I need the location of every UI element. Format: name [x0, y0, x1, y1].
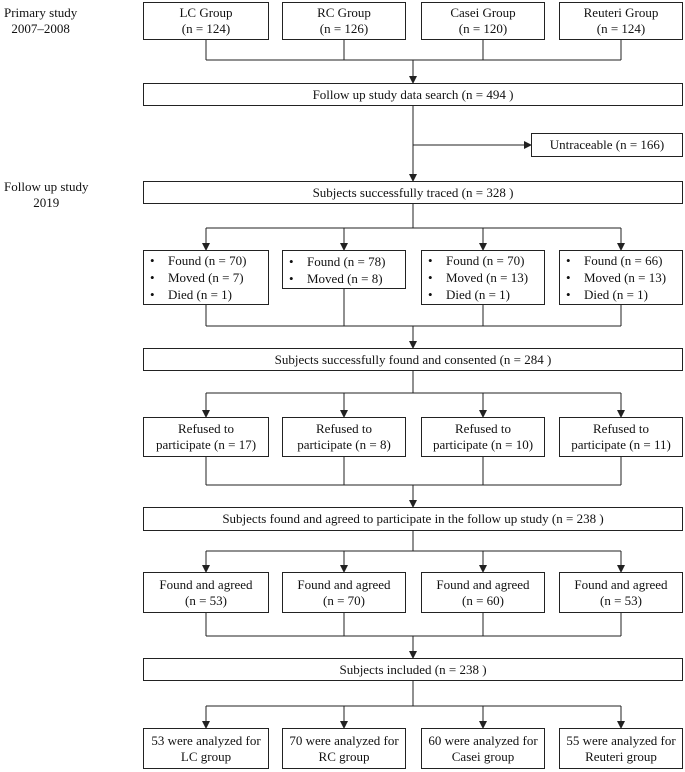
- included-text: Subjects included (n = 238 ): [339, 661, 487, 677]
- group-name: RC Group: [317, 5, 371, 20]
- agreed-line2: (n = 60): [462, 592, 504, 608]
- analyzed-box-casei: 60 were analyzed for Casei group: [421, 728, 545, 769]
- group-box-casei: Casei Group (n = 120): [421, 2, 545, 40]
- status-died: Died (n = 1): [150, 286, 232, 303]
- analyzed-line2: Reuteri group: [585, 748, 657, 764]
- status-moved: Moved (n = 13): [428, 269, 528, 286]
- followup-study-label-line2: 2019: [33, 195, 60, 210]
- primary-study-label-line2: 2007–2008: [11, 21, 70, 36]
- status-box-reuteri: Found (n = 66) Moved (n = 13) Died (n = …: [559, 250, 683, 305]
- analyzed-box-lc: 53 were analyzed for LC group: [143, 728, 269, 769]
- analyzed-line1: 60 were analyzed for: [428, 732, 538, 748]
- group-name: Reuteri Group: [583, 5, 659, 20]
- agreed-box-reuteri: Found and agreed (n = 53): [559, 572, 683, 613]
- data-search-text: Follow up study data search (n = 494 ): [312, 86, 514, 102]
- refused-line2: participate (n = 11): [571, 437, 671, 452]
- group-box-lc: LC Group (n = 124): [143, 2, 269, 40]
- agreed-line2: (n = 53): [185, 592, 227, 608]
- agreed-box-casei: Found and agreed (n = 60): [421, 572, 545, 613]
- consented-text: Subjects successfully found and consente…: [274, 351, 552, 367]
- status-died: Died (n = 1): [566, 286, 648, 303]
- refused-box-lc: Refused to participate (n = 17): [143, 417, 269, 457]
- untraceable-box: Untraceable (n = 166): [531, 133, 683, 157]
- refused-line1: Refused to: [455, 421, 511, 436]
- group-name: LC Group: [179, 5, 233, 20]
- agreed-line1: Found and agreed: [574, 576, 668, 592]
- analyzed-line1: 53 were analyzed for: [151, 732, 261, 748]
- agreed-line2: (n = 53): [600, 592, 642, 608]
- analyzed-line2: RC group: [318, 748, 370, 764]
- refused-box-reuteri: Refused to participate (n = 11): [559, 417, 683, 457]
- refused-line2: participate (n = 17): [155, 437, 257, 452]
- agreed-total-box: Subjects found and agreed to participate…: [143, 507, 683, 531]
- analyzed-box-rc: 70 were analyzed for RC group: [282, 728, 406, 769]
- analyzed-line2: Casei group: [451, 748, 515, 764]
- data-search-box: Follow up study data search (n = 494 ): [143, 83, 683, 106]
- refused-line1: Refused to: [178, 421, 234, 436]
- refused-box-rc: Refused to participate (n = 8): [282, 417, 406, 457]
- agreed-box-lc: Found and agreed (n = 53): [143, 572, 269, 613]
- followup-study-label-line1: Follow up study: [4, 179, 89, 194]
- refused-line2: participate (n = 10): [432, 437, 534, 452]
- group-count: (n = 120): [458, 21, 508, 36]
- status-found: Found (n = 70): [428, 252, 524, 269]
- included-box: Subjects included (n = 238 ): [143, 658, 683, 681]
- agreed-line1: Found and agreed: [297, 576, 391, 592]
- group-box-rc: RC Group (n = 126): [282, 2, 406, 40]
- group-count: (n = 126): [319, 21, 369, 36]
- status-found: Found (n = 70): [150, 252, 246, 269]
- status-found: Found (n = 78): [289, 253, 385, 270]
- traced-box: Subjects successfully traced (n = 328 ): [143, 181, 683, 204]
- traced-text: Subjects successfully traced (n = 328 ): [312, 184, 514, 200]
- agreed-line1: Found and agreed: [159, 576, 253, 592]
- status-died: Died (n = 1): [428, 286, 510, 303]
- status-found: Found (n = 66): [566, 252, 662, 269]
- status-moved: Moved (n = 7): [150, 269, 244, 286]
- refused-line1: Refused to: [316, 421, 372, 436]
- consented-box: Subjects successfully found and consente…: [143, 348, 683, 371]
- agreed-total-text: Subjects found and agreed to participate…: [222, 511, 604, 526]
- analyzed-line2: LC group: [180, 748, 232, 764]
- agreed-box-rc: Found and agreed (n = 70): [282, 572, 406, 613]
- untraceable-text: Untraceable (n = 166): [549, 137, 665, 152]
- primary-study-label: Primary study 2007–2008: [4, 5, 77, 37]
- refused-box-casei: Refused to participate (n = 10): [421, 417, 545, 457]
- status-box-casei: Found (n = 70) Moved (n = 13) Died (n = …: [421, 250, 545, 305]
- group-box-reuteri: Reuteri Group (n = 124): [559, 2, 683, 40]
- status-moved: Moved (n = 13): [566, 269, 666, 286]
- refused-line1: Refused to: [593, 421, 649, 436]
- status-box-lc: Found (n = 70) Moved (n = 7) Died (n = 1…: [143, 250, 269, 305]
- primary-study-label-line1: Primary study: [4, 5, 78, 20]
- analyzed-box-reuteri: 55 were analyzed for Reuteri group: [559, 728, 683, 769]
- agreed-line1: Found and agreed: [436, 576, 530, 592]
- analyzed-line1: 55 were analyzed for: [566, 732, 676, 748]
- status-moved: Moved (n = 8): [289, 270, 383, 287]
- refused-line2: participate (n = 8): [297, 437, 391, 452]
- group-name: Casei Group: [450, 5, 516, 20]
- agreed-line2: (n = 70): [323, 592, 365, 608]
- status-box-rc: Found (n = 78) Moved (n = 8): [282, 250, 406, 289]
- group-count: (n = 124): [596, 21, 646, 36]
- group-count: (n = 124): [181, 21, 231, 36]
- analyzed-line1: 70 were analyzed for: [289, 732, 399, 748]
- followup-study-label: Follow up study 2019: [4, 179, 89, 211]
